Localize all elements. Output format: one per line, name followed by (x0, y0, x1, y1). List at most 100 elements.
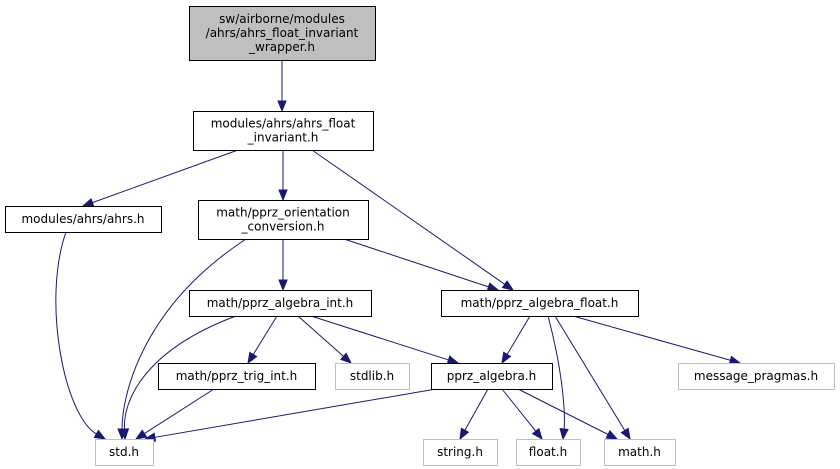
edge-line (121, 238, 247, 430)
node-n13: float.h (516, 439, 581, 466)
node-label: math.h (618, 445, 661, 459)
edge-n2-n6 (311, 149, 515, 291)
edge-n5-n9 (310, 315, 460, 365)
edge-n5-n8 (297, 315, 353, 364)
node-box (516, 439, 581, 466)
edge-n4-n6 (343, 238, 500, 292)
node-label: math/pprz_algebra_float.h (461, 296, 619, 310)
edge-line (123, 315, 237, 430)
node-label: _conversion.h (241, 220, 325, 234)
edge-line (572, 315, 731, 361)
arrowhead-icon (501, 351, 512, 365)
edge-n9-n11 (143, 388, 437, 442)
arrowhead-icon (728, 355, 742, 365)
node-label: math/pprz_trig_int.h (176, 369, 298, 383)
arrowhead-icon (81, 197, 95, 207)
node-n10: message_pragmas.h (678, 363, 835, 390)
node-box (335, 363, 410, 390)
arrowhead-icon (93, 429, 107, 440)
node-label: sw/airborne/modules (219, 12, 345, 26)
node-box (193, 111, 374, 151)
node-box (189, 6, 376, 61)
edge-line (501, 388, 537, 432)
arrowhead-icon (559, 428, 569, 441)
edge-line (343, 238, 489, 288)
node-box (423, 439, 498, 466)
edge-line (144, 388, 215, 435)
node-n6[interactable]: math/pprz_algebra_float.h (441, 290, 639, 317)
edges-layer (55, 60, 742, 442)
arrowhead-icon (340, 352, 353, 364)
arrowhead-icon (605, 430, 619, 440)
arrowhead-icon (119, 428, 130, 441)
node-label: math/pprz_algebra_int.h (207, 296, 354, 310)
edge-line (154, 388, 437, 438)
node-box (441, 290, 639, 317)
node-n11: std.h (95, 439, 154, 466)
arrowhead-icon (278, 189, 288, 202)
edge-n6-n10 (572, 315, 742, 365)
node-n3[interactable]: modules/ahrs/ahrs.h (5, 206, 162, 233)
edge-line (297, 315, 344, 357)
node-label: modules/ahrs/ahrs.h (21, 212, 144, 226)
arrowhead-icon (459, 427, 470, 441)
node-label: modules/ahrs/ahrs_float (211, 117, 356, 131)
edge-line (92, 149, 239, 204)
edge-line (547, 315, 565, 430)
edge-n6-n14 (554, 315, 631, 441)
edge-n4-n5 (278, 239, 288, 292)
edge-line (554, 315, 626, 431)
node-n1[interactable]: sw/airborne/modules/ahrs/ahrs_float_inva… (189, 6, 376, 61)
arrowhead-icon (501, 280, 515, 291)
node-n12: string.h (423, 439, 498, 466)
edge-n2-n4 (278, 150, 288, 202)
node-n14: math.h (604, 439, 676, 466)
node-label: message_pragmas.h (694, 369, 818, 383)
edge-line (55, 231, 97, 435)
edge-line (506, 315, 531, 355)
edge-n6-n9 (501, 315, 531, 365)
arrowhead-icon (486, 282, 500, 292)
node-n9[interactable]: pprz_algebra.h (431, 363, 553, 390)
node-box (189, 290, 372, 317)
edge-n2-n3 (81, 149, 239, 207)
node-box (158, 363, 316, 390)
node-label: _invariant.h (247, 131, 319, 145)
arrowhead-icon (134, 429, 148, 440)
node-box (431, 363, 553, 390)
node-label: math/pprz_orientation (216, 206, 350, 220)
node-n2[interactable]: modules/ahrs/ahrs_float_invariant.h (193, 111, 374, 151)
node-n7[interactable]: math/pprz_trig_int.h (158, 363, 316, 390)
node-box (5, 206, 162, 233)
edge-n5-n7 (247, 315, 278, 365)
node-label: float.h (529, 445, 567, 459)
arrowhead-icon (277, 100, 287, 113)
node-box (678, 363, 835, 390)
node-n4[interactable]: math/pprz_orientation_conversion.h (198, 200, 369, 240)
edge-n9-n12 (459, 388, 489, 441)
edge-n5-n11 (119, 315, 237, 441)
edge-line (311, 149, 506, 285)
arrowhead-icon (247, 351, 258, 365)
arrowhead-icon (446, 355, 460, 365)
arrowhead-icon (531, 427, 543, 441)
node-box (95, 439, 154, 466)
node-label: /ahrs/ahrs_float_invariant (206, 26, 359, 40)
node-n5[interactable]: math/pprz_algebra_int.h (189, 290, 372, 317)
edge-line (517, 388, 609, 435)
edge-n9-n14 (517, 388, 619, 440)
node-box (604, 439, 676, 466)
node-n8: stdlib.h (335, 363, 410, 390)
node-label: string.h (437, 445, 483, 459)
node-label: std.h (109, 445, 139, 459)
edge-n3-n11 (55, 231, 107, 440)
edge-line (310, 315, 449, 361)
node-box (198, 200, 369, 240)
edge-n6-n13 (547, 315, 569, 441)
node-label: pprz_algebra.h (447, 369, 536, 383)
edge-n9-n13 (501, 388, 543, 441)
edge-n7-n11 (134, 388, 215, 440)
nodes-layer: sw/airborne/modules/ahrs/ahrs_float_inva… (5, 6, 835, 466)
edge-line (464, 388, 489, 431)
